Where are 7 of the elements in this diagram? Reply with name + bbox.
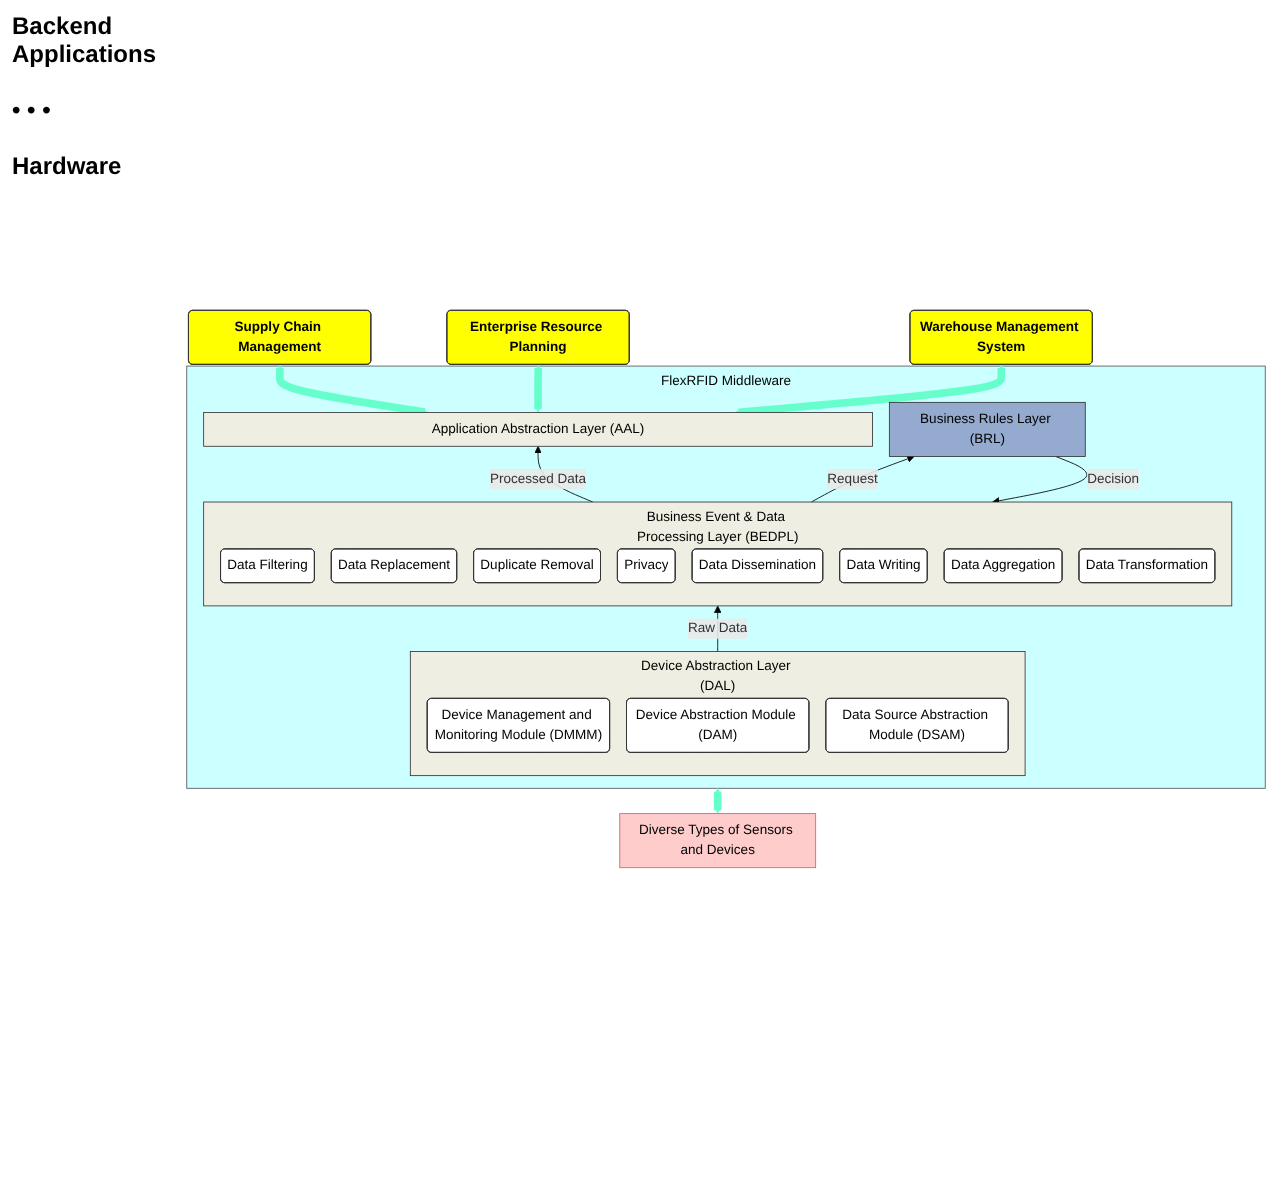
side-label: Hardware <box>12 152 124 180</box>
arrow <box>534 364 543 413</box>
side-label: • • • <box>12 96 53 124</box>
arrow <box>275 364 429 416</box>
arrow <box>735 364 1006 416</box>
arrow <box>713 787 722 814</box>
side-label: Backend Applications <box>12 12 159 68</box>
